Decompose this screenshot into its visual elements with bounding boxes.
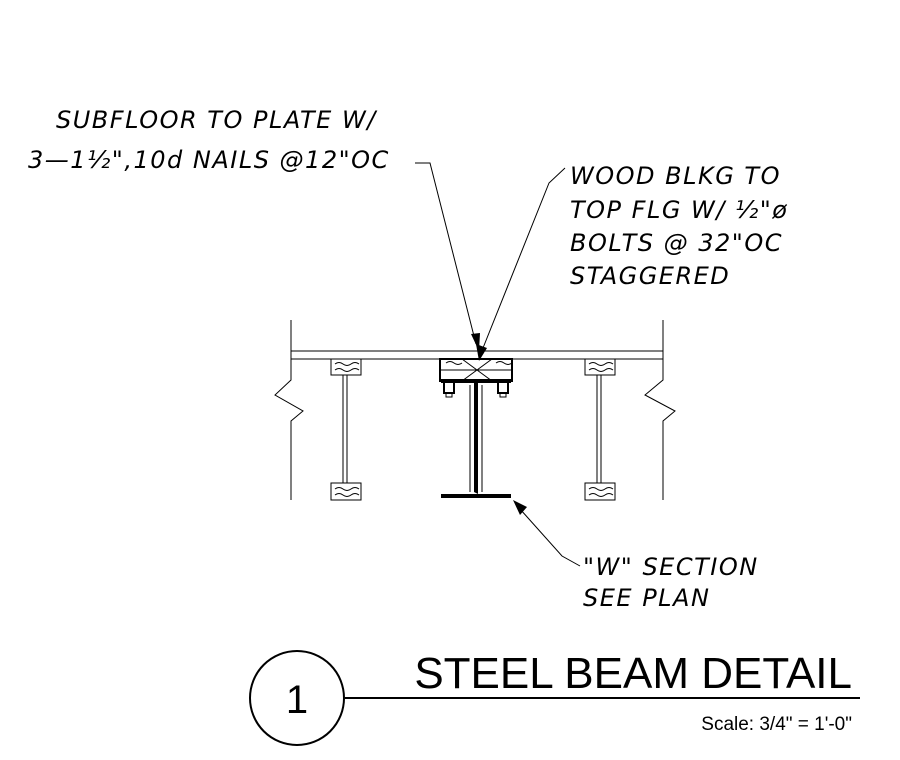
detail-scale: Scale: 3/4" = 1'-0" bbox=[701, 714, 852, 735]
section-note-line-1: "W" SECTION bbox=[583, 553, 759, 581]
wood-blocking bbox=[439, 358, 513, 382]
bolt-right bbox=[497, 380, 509, 398]
right-joist bbox=[584, 358, 616, 501]
detail-number-bubble bbox=[249, 650, 345, 746]
steel-w-beam bbox=[441, 379, 511, 498]
right-wall-outline bbox=[644, 320, 676, 500]
subfloor-note-line-1: SUBFLOOR TO PLATE W/ bbox=[56, 106, 378, 134]
detail-number: 1 bbox=[286, 678, 308, 722]
left-wall-outline bbox=[274, 320, 304, 500]
subfloor-plank bbox=[290, 350, 664, 360]
leader-section bbox=[513, 500, 581, 567]
blocking-note-line-3: BOLTS @ 32"OC bbox=[570, 229, 783, 257]
left-joist bbox=[330, 358, 362, 501]
bolt-left bbox=[443, 380, 455, 398]
detail-title: STEEL BEAM DETAIL bbox=[414, 649, 852, 698]
section-note-line-2: SEE PLAN bbox=[583, 584, 710, 612]
blocking-note-line-4: STAGGERED bbox=[570, 262, 730, 290]
subfloor-note-line-2: 3—1½",10d NAILS @12"OC bbox=[28, 146, 390, 174]
leader-blocking bbox=[476, 167, 566, 361]
leader-subfloor bbox=[415, 162, 480, 351]
blocking-note-line-1: WOOD BLKG TO bbox=[570, 162, 781, 190]
blocking-note-line-2: TOP FLG W/ ½"ø bbox=[570, 196, 788, 224]
